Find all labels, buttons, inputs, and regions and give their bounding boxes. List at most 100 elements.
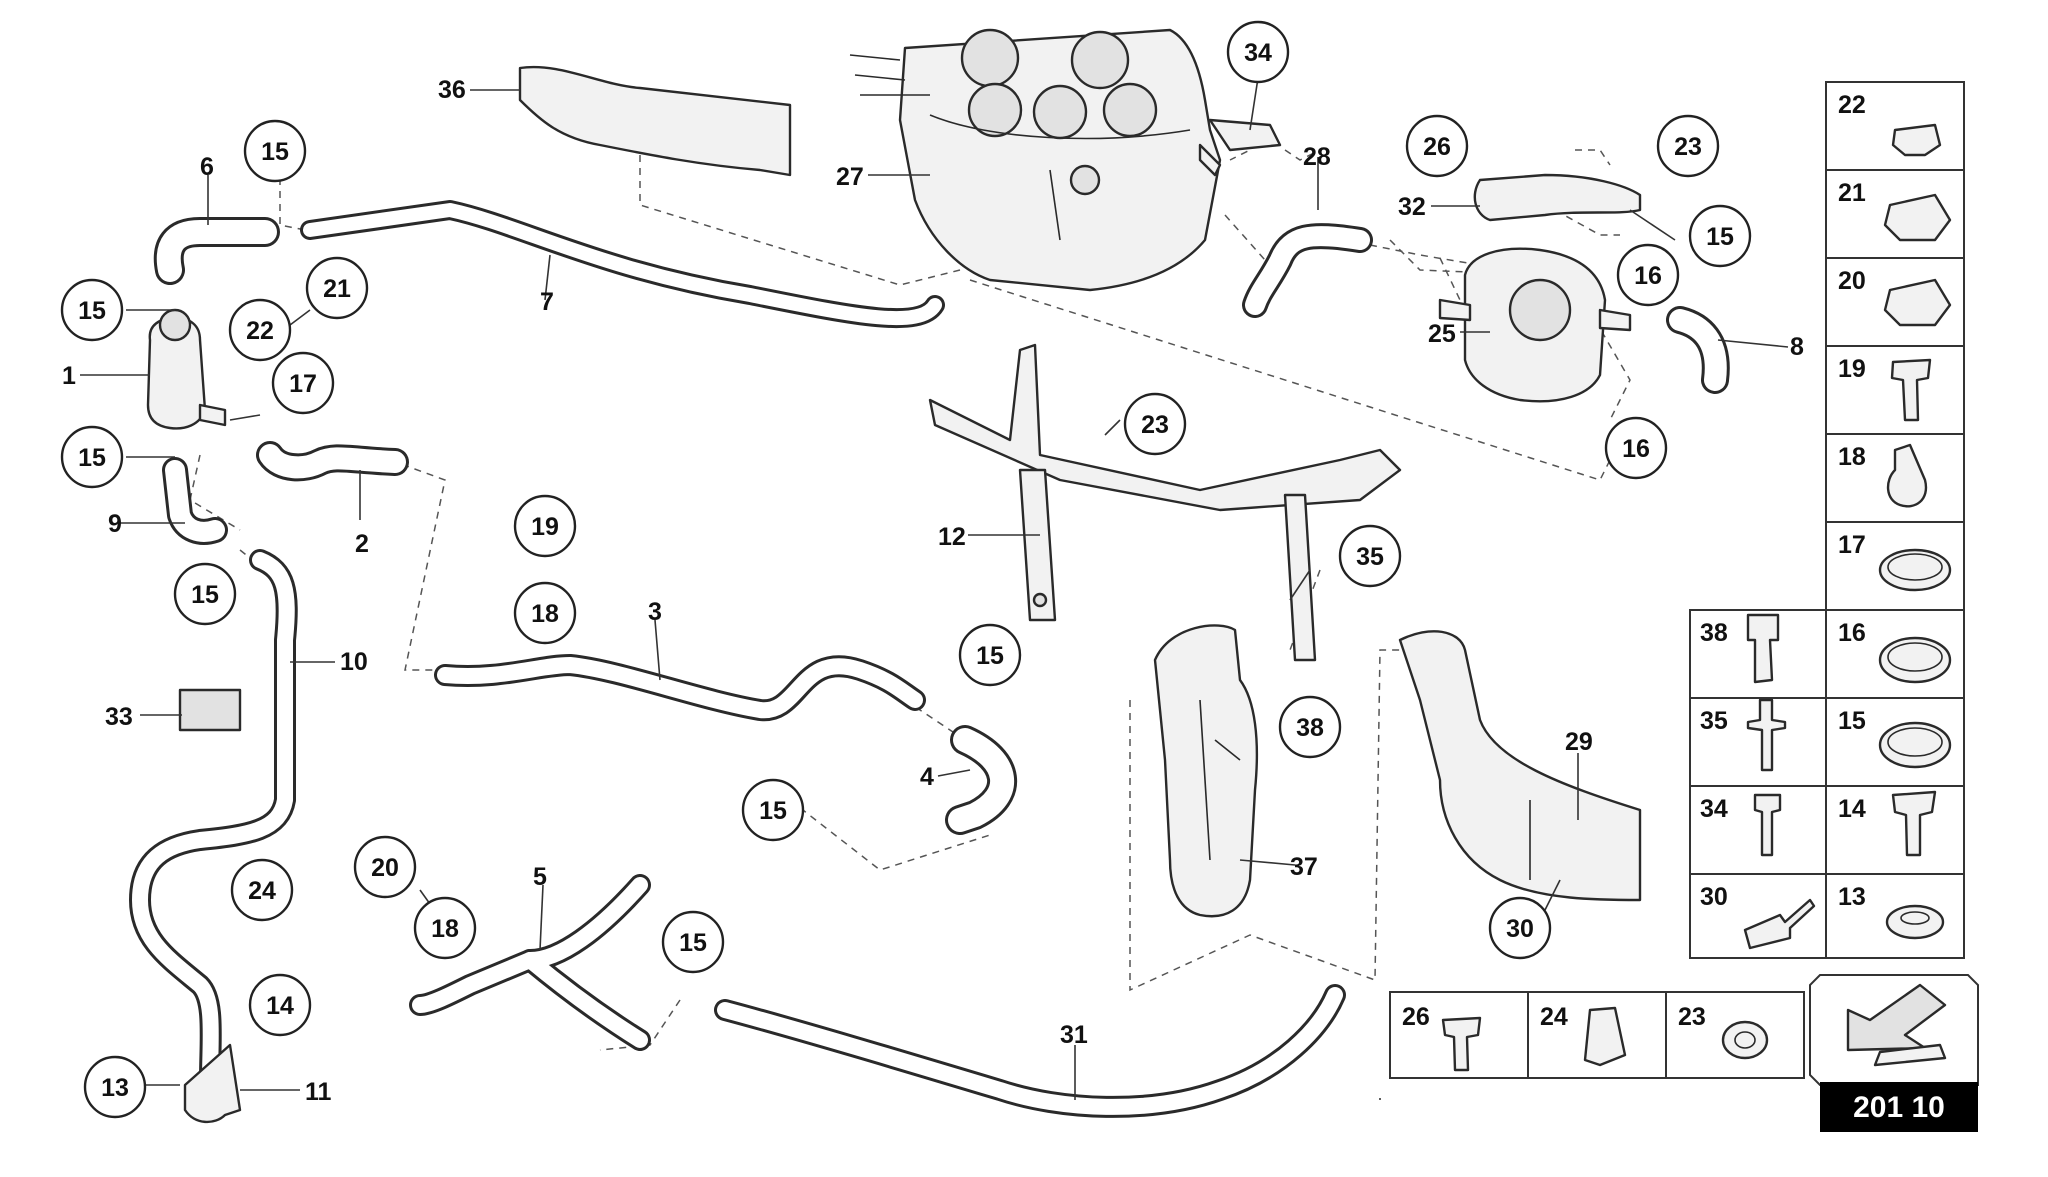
legend-row-21: 21 xyxy=(1825,169,1965,259)
screw-icon xyxy=(1890,358,1932,422)
washer-bolt-icon xyxy=(1746,698,1787,772)
air-intake-duct-part xyxy=(1398,630,1642,902)
air-duct-part xyxy=(1153,624,1259,918)
svg-text:21: 21 xyxy=(1838,179,1866,207)
direction-arrow-icon xyxy=(1846,983,1947,1052)
svg-text:26: 26 xyxy=(1423,133,1451,161)
callout-15-lower-a: 15 xyxy=(741,778,805,842)
leader-lines xyxy=(80,77,1789,1100)
assembly-dashed-lines xyxy=(189,129,1631,1101)
legend-row-35-15: 35 15 xyxy=(1689,697,1965,787)
label-27: 27 xyxy=(836,163,864,191)
label-25: 25 xyxy=(1428,320,1456,348)
svg-text:15: 15 xyxy=(78,444,106,472)
insert-nut-icon xyxy=(1721,1020,1769,1060)
legend-row-34-14: 34 14 xyxy=(1689,785,1965,875)
svg-text:34: 34 xyxy=(1244,39,1272,67)
callout-15-left-c: 15 xyxy=(173,562,237,626)
valve-part xyxy=(146,308,227,430)
svg-text:15: 15 xyxy=(1706,223,1734,251)
callout-19: 19 xyxy=(513,494,577,558)
svg-text:13: 13 xyxy=(101,1074,129,1102)
expansion-tank-part xyxy=(849,28,1282,292)
callout-18-lower: 18 xyxy=(413,896,477,960)
label-36: 36 xyxy=(438,76,466,104)
legend-row-38-16: 38 16 xyxy=(1689,609,1965,699)
label-11: 11 xyxy=(305,1078,332,1106)
plain-labels: 36 27 28 32 25 8 6 7 1 2 9 10 33 11 12 3… xyxy=(62,76,1804,1106)
legend-row-30-13: 30 13 xyxy=(1689,873,1965,959)
insulation-pad-part xyxy=(518,65,792,177)
tag-part xyxy=(178,688,242,732)
bottom-fastener-legend: 26 24 23 xyxy=(1389,991,1805,1079)
svg-text:15: 15 xyxy=(191,581,219,609)
svg-text:15: 15 xyxy=(78,297,106,325)
legend-24: 24 xyxy=(1540,1003,1568,1031)
svg-text:16: 16 xyxy=(1838,619,1866,647)
legend-row-17: 17 xyxy=(1825,521,1965,611)
svg-text:35: 35 xyxy=(1700,707,1728,735)
svg-text:23: 23 xyxy=(1141,411,1169,439)
svg-text:18: 18 xyxy=(531,600,559,628)
callout-21: 21 xyxy=(305,256,369,320)
svg-text:15: 15 xyxy=(976,642,1004,670)
svg-text:38: 38 xyxy=(1700,619,1728,647)
svg-text:13: 13 xyxy=(1838,883,1866,911)
rivet-icon xyxy=(1743,898,1816,950)
svg-text:18: 18 xyxy=(431,915,459,943)
svg-text:30: 30 xyxy=(1506,915,1534,943)
svg-text:24: 24 xyxy=(248,877,276,905)
label-29: 29 xyxy=(1565,728,1593,756)
fastener-legend: 22 21 20 19 18 17 xyxy=(1689,81,1965,959)
label-3: 3 xyxy=(648,598,662,626)
label-5: 5 xyxy=(533,863,547,891)
label-8: 8 xyxy=(1790,333,1804,361)
label-28: 28 xyxy=(1303,143,1331,171)
callout-38: 38 xyxy=(1278,695,1342,759)
label-4: 4 xyxy=(920,763,934,791)
svg-text:15: 15 xyxy=(679,929,707,957)
svg-text:15: 15 xyxy=(1838,707,1866,735)
svg-text:15: 15 xyxy=(261,138,289,166)
label-1: 1 xyxy=(62,362,76,390)
reference-box: 201 10 xyxy=(1809,974,1979,1132)
callout-22: 22 xyxy=(228,298,292,362)
svg-text:22: 22 xyxy=(1838,91,1866,119)
cap-screw-icon xyxy=(1891,790,1937,857)
callout-15-left-a: 15 xyxy=(60,278,124,342)
torx-bolt-icon xyxy=(1441,1016,1482,1072)
svg-text:19: 19 xyxy=(531,513,559,541)
svg-text:16: 16 xyxy=(1622,435,1650,463)
lock-nut-icon xyxy=(1883,278,1952,327)
circled-labels: 34 26 23 15 16 16 15 21 22 15 17 15 15 2… xyxy=(60,20,1752,1119)
band-clamp-icon xyxy=(1878,721,1952,769)
pump-part xyxy=(1438,247,1632,403)
svg-text:22: 22 xyxy=(246,317,274,345)
stud-bolt-icon xyxy=(1753,793,1782,857)
svg-text:20: 20 xyxy=(371,854,399,882)
callout-17: 17 xyxy=(271,351,335,415)
legend-26: 26 xyxy=(1402,1003,1430,1031)
svg-text:17: 17 xyxy=(289,370,317,398)
svg-text:21: 21 xyxy=(323,275,351,303)
legend-row-20: 20 xyxy=(1825,257,1965,347)
hose-clip-part xyxy=(183,1043,242,1124)
legend-23: 23 xyxy=(1678,1003,1706,1031)
hex-nut-icon xyxy=(1883,193,1952,242)
svg-text:14: 14 xyxy=(1838,795,1866,823)
callout-16-upper: 16 xyxy=(1616,243,1680,307)
label-10: 10 xyxy=(340,648,368,676)
support-bracket-part xyxy=(928,343,1402,662)
callout-13: 13 xyxy=(83,1055,147,1119)
grommet-icon xyxy=(1885,904,1945,940)
label-32: 32 xyxy=(1398,193,1426,221)
label-2: 2 xyxy=(355,530,369,558)
spacer-sleeve-icon xyxy=(1583,1006,1627,1067)
svg-text:17: 17 xyxy=(1838,531,1866,559)
reference-code: 201 10 xyxy=(1853,1091,1945,1124)
svg-text:38: 38 xyxy=(1296,714,1324,742)
callout-15-mid: 15 xyxy=(958,623,1022,687)
label-6: 6 xyxy=(200,153,214,181)
callout-30: 30 xyxy=(1488,896,1552,960)
